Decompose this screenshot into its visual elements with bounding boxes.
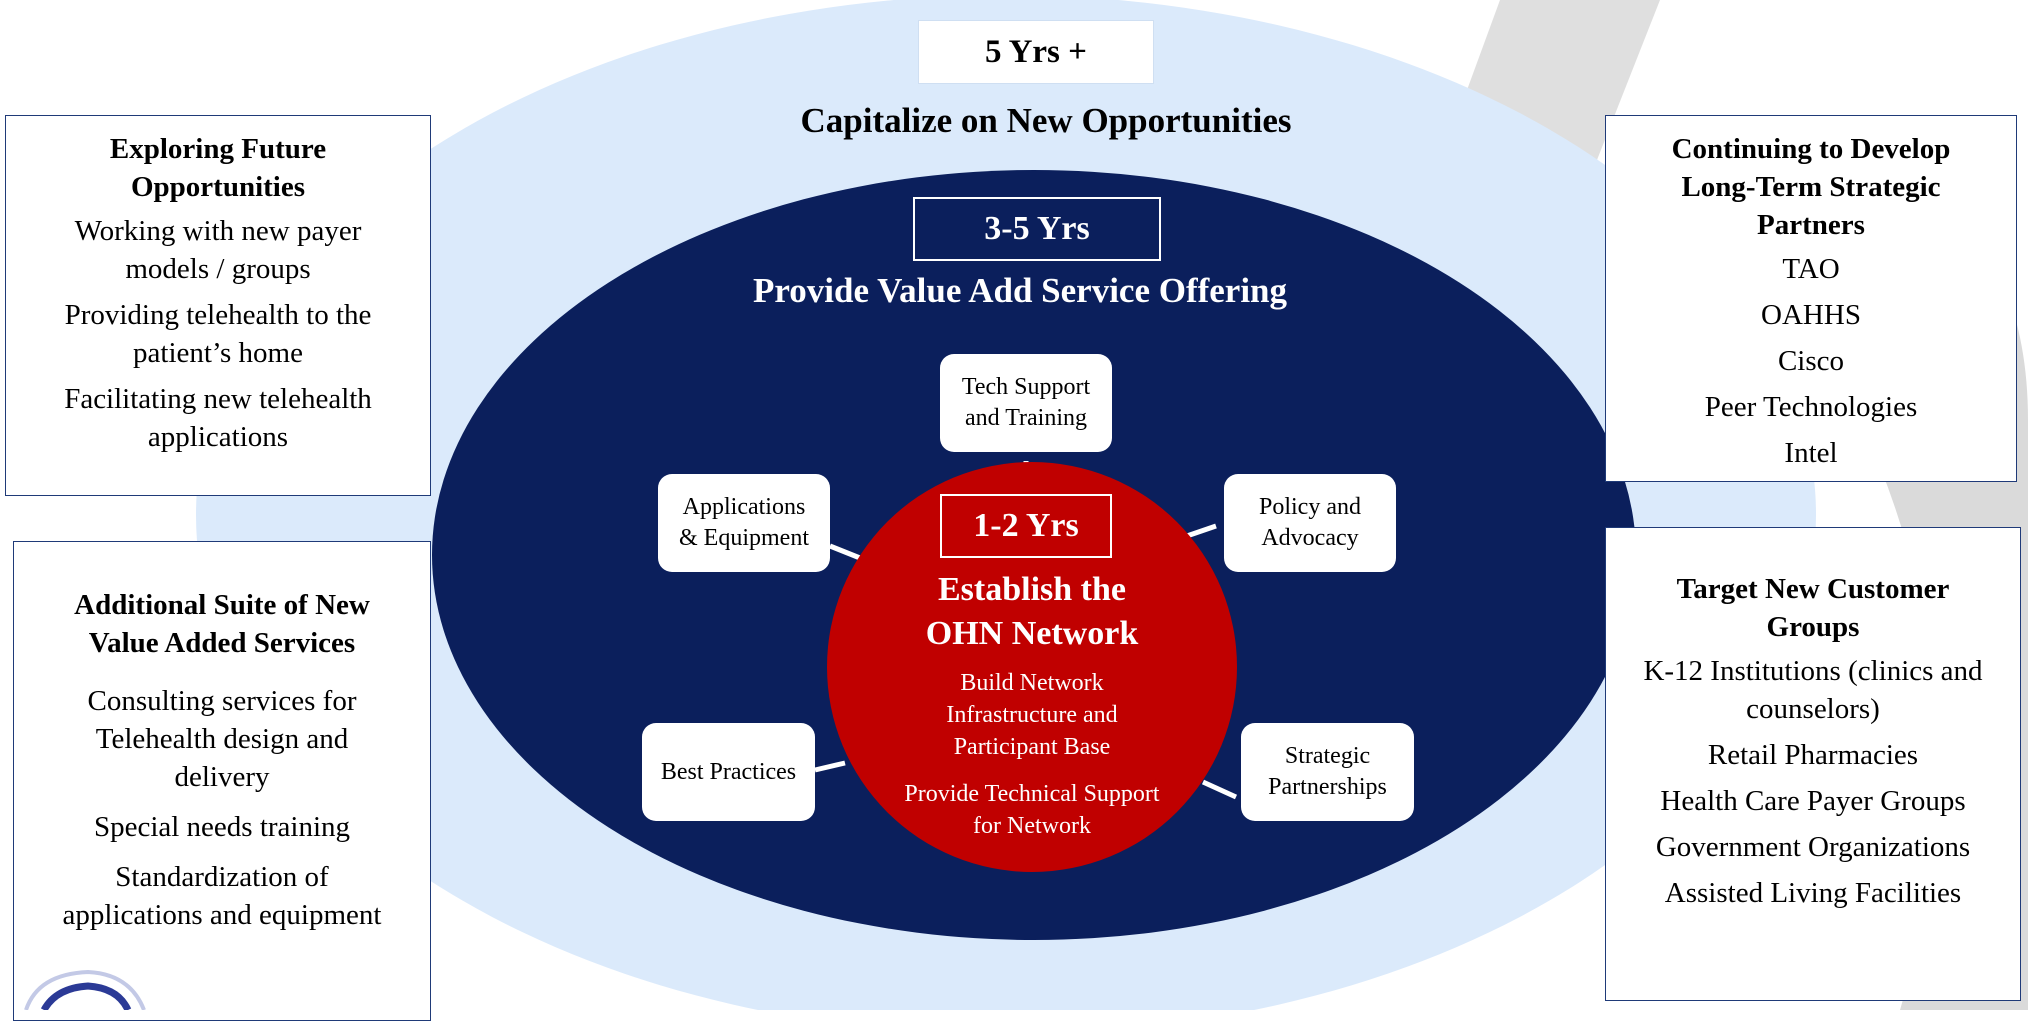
- inner-year-box: 1-2 Yrs: [940, 494, 1112, 558]
- inner-year-label: 1-2 Yrs: [973, 507, 1079, 544]
- inner-item-line: Participant Base: [953, 734, 1111, 760]
- spoke-tech-support-line: Tech Support: [961, 374, 1091, 400]
- box-title-line: Additional Suite of New: [74, 589, 370, 621]
- box-item: OAHHS: [1761, 299, 1861, 331]
- box-title-line: Exploring Future: [109, 133, 327, 165]
- box-title-line: Continuing to Develop: [1671, 133, 1951, 165]
- inner-item-line: Provide Technical Support: [904, 781, 1160, 807]
- box-item: Peer Technologies: [1704, 391, 1918, 423]
- box-title-line: Long-Term Strategic: [1681, 171, 1941, 203]
- box-target-customers: Target New Customer Groups K-12 Institut…: [1605, 527, 2021, 1001]
- spoke-best-practices: Best Practices: [642, 723, 815, 821]
- inner-heading: Establish the OHN Network: [862, 568, 1202, 656]
- box-item-line: Standardization of: [115, 861, 329, 893]
- inner-item-build: Build Network Infrastructure and Partici…: [862, 667, 1202, 763]
- box-item: Consulting services for Telehealth desig…: [28, 682, 416, 796]
- box-item-line: applications: [147, 421, 289, 453]
- inner-item-line: Build Network: [960, 670, 1104, 696]
- box-item: Providing telehealth to the patient’s ho…: [20, 296, 416, 372]
- box-title: Target New Customer Groups: [1620, 570, 2006, 646]
- box-item: Standardization of applications and equi…: [28, 858, 416, 934]
- box-title-line: Partners: [1757, 209, 1865, 241]
- inner-item-support: Provide Technical Support for Network: [862, 778, 1202, 842]
- spoke-applications-equipment: Applications & Equipment: [658, 474, 830, 572]
- spoke-policy-line: Advocacy: [1261, 525, 1359, 551]
- box-item: K-12 Institutions (clinics and counselor…: [1620, 652, 2006, 728]
- inner-item-line: Infrastructure and: [946, 702, 1118, 728]
- connector-best: [814, 760, 846, 773]
- middle-year-label: 3-5 Yrs: [984, 210, 1090, 247]
- box-item: Government Organizations: [1655, 831, 1971, 863]
- box-title: Exploring Future Opportunities: [20, 130, 416, 206]
- spoke-strategic-partnerships: Strategic Partnerships: [1241, 723, 1414, 821]
- box-item: Assisted Living Facilities: [1664, 877, 1962, 909]
- box-item-line: applications and equipment: [62, 899, 382, 931]
- box-title-line: Groups: [1766, 611, 1860, 643]
- box-item: Facilitating new telehealth applications: [20, 380, 416, 456]
- box-exploring-future: Exploring Future Opportunities Working w…: [5, 115, 431, 496]
- box-item-line: counselors): [1746, 693, 1880, 725]
- box-additional-suite: Additional Suite of New Value Added Serv…: [13, 541, 431, 1021]
- box-title: Additional Suite of New Value Added Serv…: [28, 586, 416, 662]
- spoke-tech-support: Tech Support and Training: [940, 354, 1112, 452]
- outer-year-label: 5 Yrs +: [985, 34, 1087, 70]
- outer-year-box: 5 Yrs +: [918, 20, 1154, 84]
- spoke-tech-support-line: and Training: [964, 405, 1087, 431]
- box-item: TAO: [1782, 253, 1840, 285]
- box-item: Cisco: [1777, 345, 1845, 377]
- box-item-line: patient’s home: [133, 337, 303, 369]
- connector-strategic: [1201, 779, 1238, 800]
- spoke-strategic-line: Partnerships: [1268, 774, 1387, 800]
- inner-item-line: for Network: [973, 813, 1091, 839]
- middle-year-box: 3-5 Yrs: [913, 197, 1161, 261]
- middle-heading: Provide Value Add Service Offering: [752, 271, 1288, 310]
- box-item: Health Care Payer Groups: [1660, 785, 1966, 817]
- box-item-line: K-12 Institutions (clinics and: [1643, 655, 1983, 687]
- connector-applications: [829, 543, 861, 561]
- box-title-line: Target New Customer: [1676, 573, 1950, 605]
- box-item: Retail Pharmacies: [1707, 739, 1919, 771]
- box-item-line: Consulting services for: [87, 685, 357, 717]
- box-item-line: Providing telehealth to the: [64, 299, 372, 331]
- inner-heading-line: OHN Network: [925, 615, 1139, 652]
- outer-heading: Capitalize on New Opportunities: [800, 101, 1292, 140]
- box-title-line: Value Added Services: [88, 627, 356, 659]
- box-item: Working with new payer models / groups: [20, 212, 416, 288]
- box-title: Continuing to Develop Long-Term Strategi…: [1620, 130, 2002, 244]
- spoke-best-practices-line: Best Practices: [660, 758, 797, 785]
- box-item-line: Working with new payer: [74, 215, 362, 247]
- spoke-applications-line: & Equipment: [679, 525, 809, 551]
- logo-icon: [24, 969, 146, 1010]
- box-item: Special needs training: [28, 808, 416, 846]
- inner-heading-line: Establish the: [938, 571, 1126, 608]
- box-item-line: Special needs training: [93, 811, 351, 843]
- spoke-policy-line: Policy and: [1259, 494, 1361, 520]
- spoke-policy-advocacy: Policy and Advocacy: [1224, 474, 1396, 572]
- box-item-line: Telehealth design and: [95, 723, 349, 755]
- box-strategic-partners: Continuing to Develop Long-Term Strategi…: [1605, 115, 2017, 482]
- box-item: Intel: [1784, 437, 1838, 469]
- spoke-strategic-line: Strategic: [1284, 743, 1371, 769]
- spoke-applications-line: Applications: [682, 494, 806, 520]
- inner-circle: [827, 462, 1237, 872]
- box-item-line: models / groups: [125, 253, 311, 285]
- box-item-line: Facilitating new telehealth: [64, 383, 372, 415]
- box-item-line: delivery: [174, 761, 270, 793]
- box-title-line: Opportunities: [130, 171, 306, 203]
